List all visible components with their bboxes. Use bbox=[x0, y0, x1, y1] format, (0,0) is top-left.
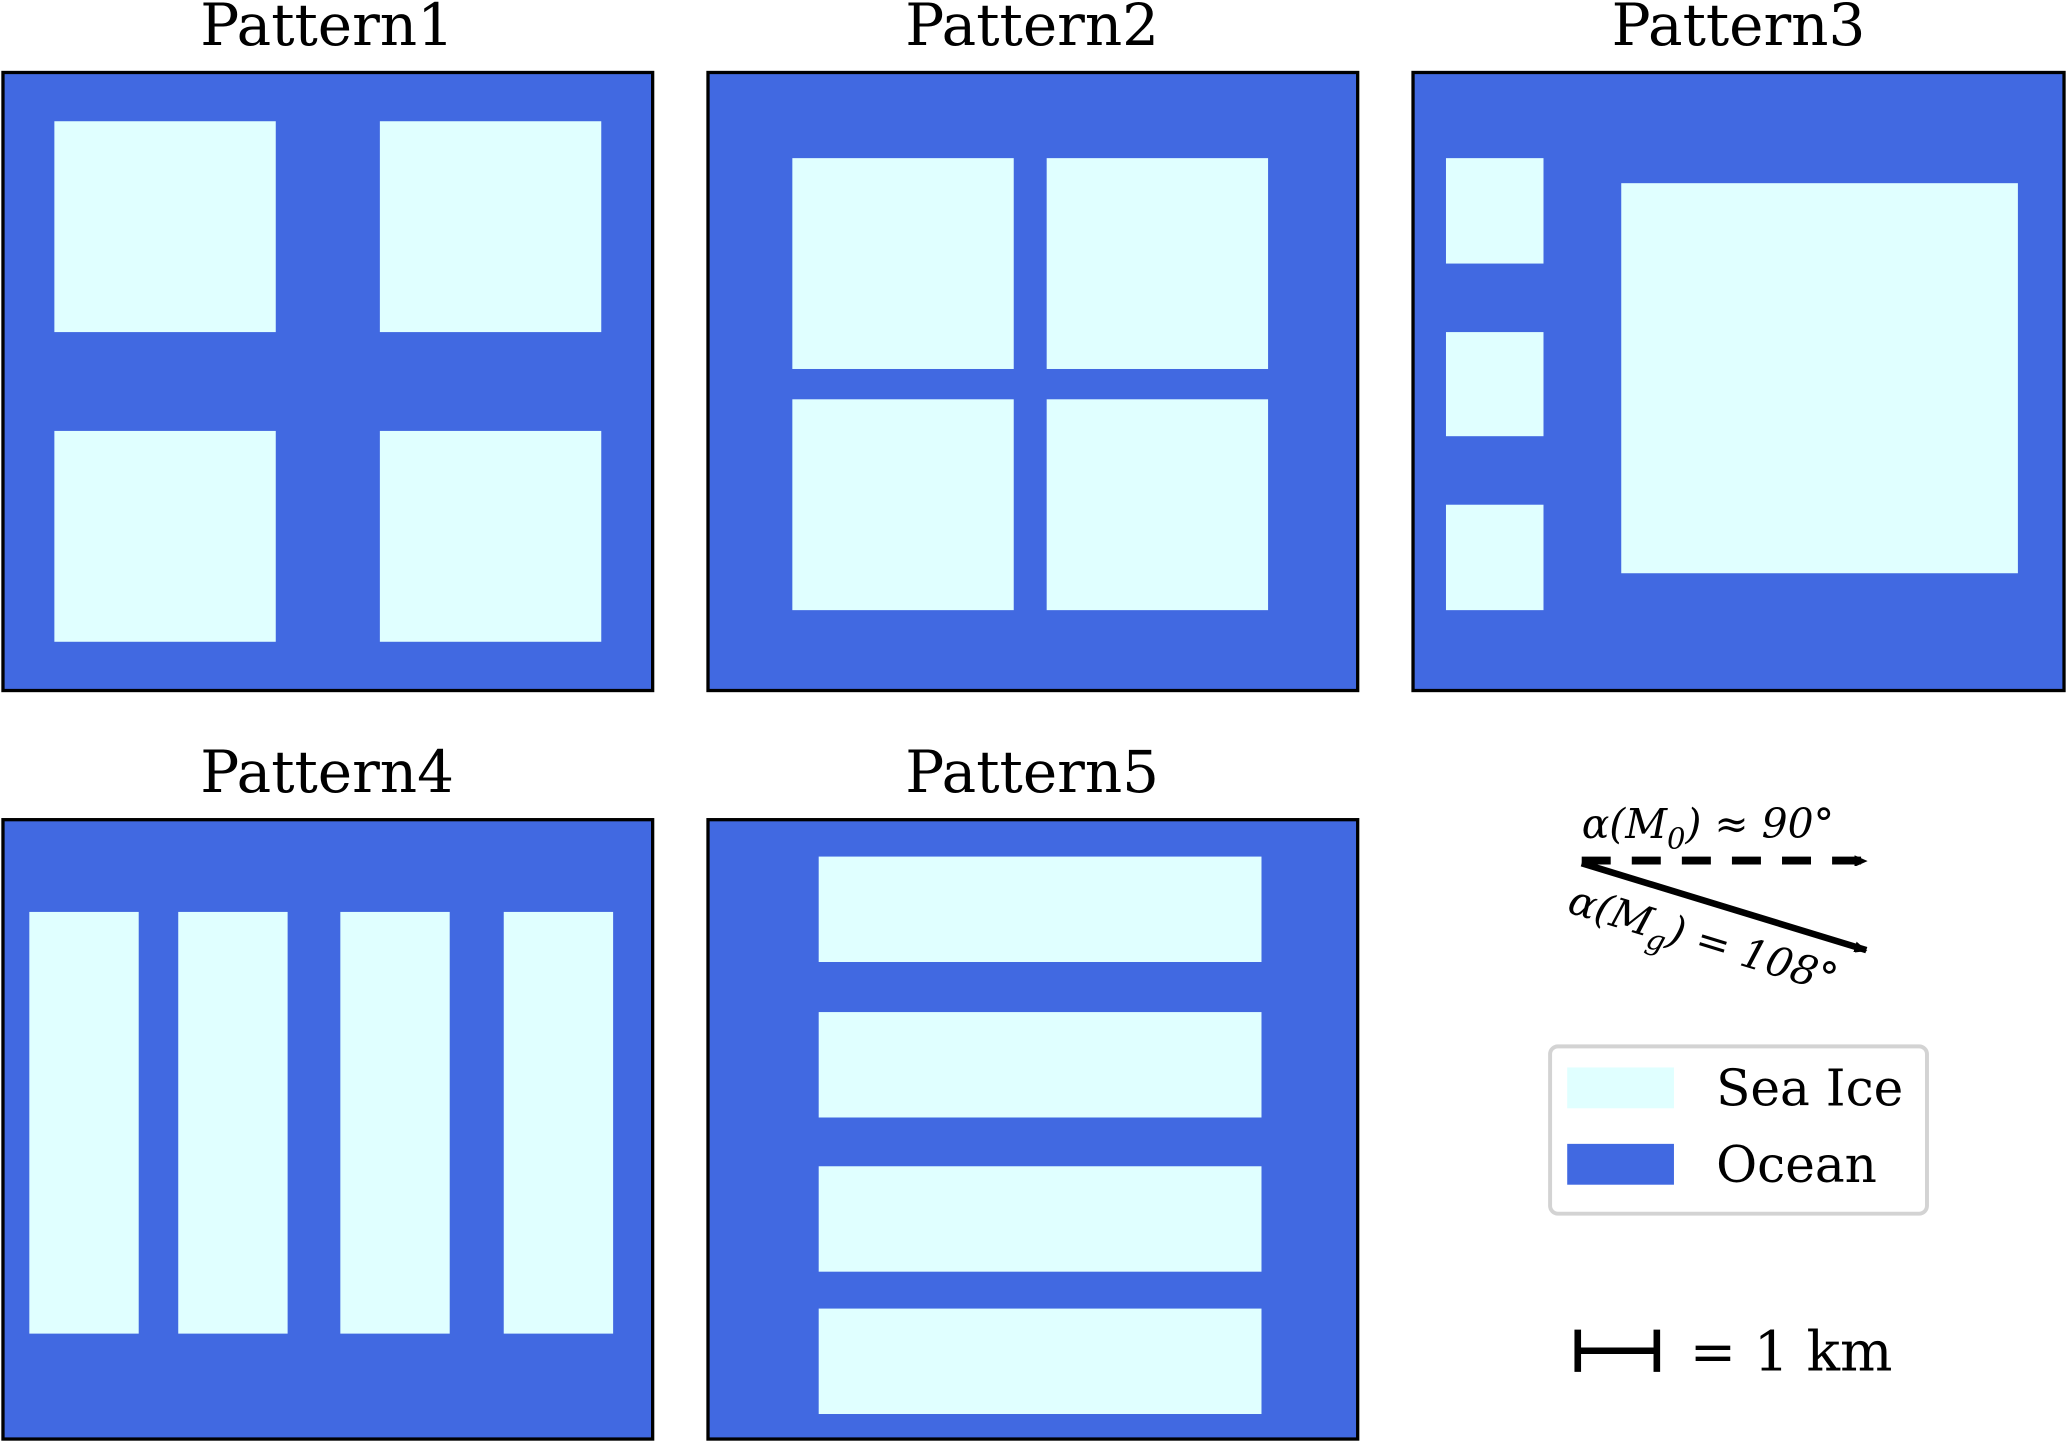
sea-ice-floe bbox=[503, 911, 614, 1334]
sea-ice-floe bbox=[54, 430, 276, 642]
sea-ice-floe bbox=[818, 1012, 1262, 1118]
panel-title-pattern1: Pattern1 bbox=[200, 0, 454, 59]
solid-arrow-label: α(Mg) = 108° bbox=[1561, 876, 1843, 1011]
panel-pattern3 bbox=[1411, 70, 2066, 693]
sea-ice-floe bbox=[1046, 399, 1269, 611]
sea-ice-floe bbox=[818, 856, 1262, 962]
panel-title-pattern4: Pattern4 bbox=[200, 738, 454, 806]
sea-ice-floe bbox=[178, 911, 288, 1334]
sea-ice-floe bbox=[1445, 158, 1544, 264]
sea-ice-floe bbox=[29, 911, 139, 1334]
panel-pattern5 bbox=[706, 818, 1360, 1441]
sea-ice-floe bbox=[1445, 332, 1544, 437]
scale-bar-label: = 1 km bbox=[1690, 1321, 1893, 1385]
sea-ice-floe bbox=[792, 158, 1014, 369]
legend-label-ocean: Ocean bbox=[1716, 1136, 1877, 1194]
angle-arrows: α(M0) ≈ 90° α(Mg) = 108° bbox=[1561, 800, 1867, 1011]
panel-pattern4 bbox=[1, 818, 655, 1441]
panel-title-pattern2: Pattern2 bbox=[905, 0, 1159, 59]
sea-ice-floe bbox=[379, 121, 602, 333]
dashed-arrow-label: α(M0) ≈ 90° bbox=[1582, 800, 1834, 856]
scale-bar: = 1 km bbox=[1574, 1321, 1893, 1385]
sea-ice-floe bbox=[818, 1166, 1262, 1272]
sea-ice-floe bbox=[379, 430, 602, 642]
panel-pattern2 bbox=[706, 70, 1360, 693]
legend-label-sea-ice: Sea Ice bbox=[1716, 1060, 1903, 1118]
legend-swatch-ocean bbox=[1567, 1143, 1674, 1185]
panel-title-pattern5: Pattern5 bbox=[905, 738, 1159, 806]
solid-arrow bbox=[1580, 860, 1867, 954]
panel-pattern1 bbox=[1, 70, 655, 693]
sea-ice-floe bbox=[340, 911, 450, 1334]
sea-ice-floe bbox=[792, 399, 1014, 611]
sea-ice-floe bbox=[818, 1308, 1262, 1415]
legend: Sea Ice Ocean bbox=[1548, 1044, 1929, 1216]
sea-ice-floe bbox=[1046, 158, 1269, 369]
sea-ice-floe bbox=[54, 121, 276, 333]
sea-ice-floe bbox=[1621, 183, 2018, 574]
legend-swatch-sea-ice bbox=[1567, 1067, 1674, 1109]
sea-ice-floe bbox=[1445, 504, 1544, 611]
panel-title-pattern3: Pattern3 bbox=[1612, 0, 1866, 59]
